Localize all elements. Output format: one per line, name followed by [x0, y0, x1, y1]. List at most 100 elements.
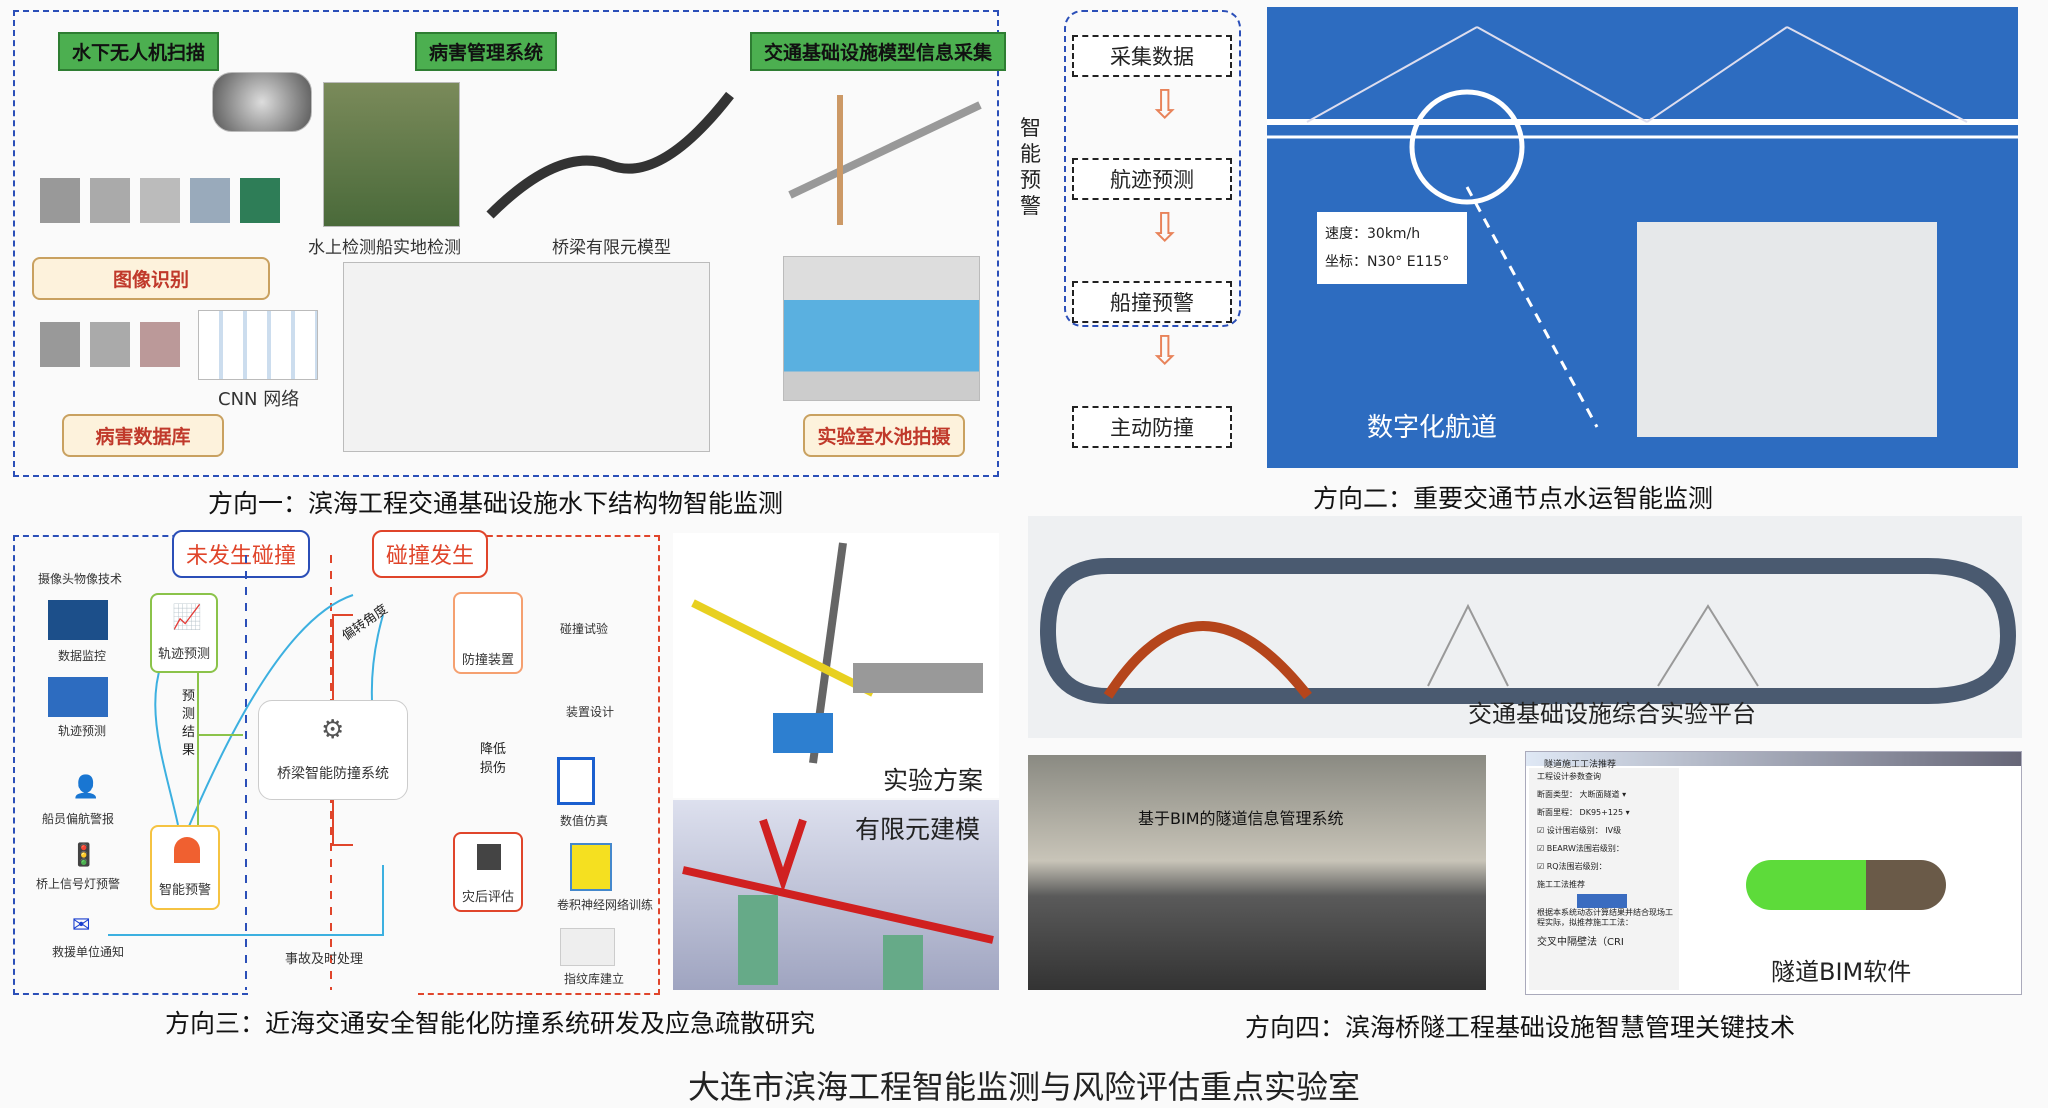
system-label: 桥梁智能防撞系统 — [277, 766, 389, 782]
tunnel-bim-software-window[interactable]: 隧道施工工法推荐 工程设计参数查询 断面类型： 大断面隧道 ▾ 断面里程： DK… — [1525, 751, 2022, 995]
digital-channel-label: 数字化航道 — [1367, 413, 1498, 443]
section-mileage-field[interactable]: 断面里程： DK95+125 ▾ — [1537, 808, 1630, 817]
check-bearw[interactable]: ☑ BEARW法围岩级别： — [1537, 844, 1624, 853]
smart-warning-node: 智能预警 — [150, 825, 220, 910]
check-rq[interactable]: ☑ RQ法围岩级别： — [1537, 862, 1607, 871]
ship-detect-photo — [323, 82, 460, 227]
flow-step-predict: 航迹预测 — [1072, 158, 1232, 200]
image-recognition-label: 图像识别 — [32, 257, 270, 300]
bridge-signal-label: 桥上信号灯预警 — [36, 877, 121, 891]
trajectory-prediction-label: 轨迹预测 — [157, 647, 210, 662]
tunnel-bim-label: 隧道BIM软件 — [1771, 958, 1912, 986]
post-disaster-assessment-node: 灾后评估 — [453, 832, 523, 912]
recommend-button[interactable] — [1577, 894, 1627, 908]
cnn-diagram — [198, 310, 318, 380]
crew-alarm-label: 船员偏航警报 — [42, 812, 115, 826]
disease-system-screenshot — [343, 262, 710, 452]
experiment-scheme-image: 实验方案 — [673, 533, 999, 798]
flow-step-warn: 船撞预警 — [1072, 281, 1232, 323]
tunnel-3d-model — [1746, 860, 1946, 910]
fingerprint-label: 指纹库建立 — [564, 972, 625, 986]
lab-pool-label: 实验室水池拍摄 — [803, 414, 965, 457]
cable-bridge-model — [788, 95, 982, 225]
simulation-thumb — [557, 757, 595, 805]
gear-icon: ⚙ — [321, 715, 345, 745]
flow-step-avoid: 主动防撞 — [1072, 406, 1232, 448]
person-icon: 👤 — [72, 775, 100, 800]
experiment-platform-image: 交通基础设施综合实验平台 — [1028, 516, 2022, 738]
trajectory-label: 轨迹预测 — [58, 724, 107, 738]
smart-warning-side-label: 智能预警 — [1020, 116, 1041, 218]
bridge-anti-collision-system: ⚙ 桥梁智能防撞系统 — [258, 700, 408, 800]
pier-collision-closeup — [1637, 222, 1937, 437]
cnn-training-label: 卷积神经网络训练 — [557, 898, 654, 912]
panel-3-right-frame — [418, 535, 660, 995]
tag-underwater-drone: 水下无人机扫描 — [58, 32, 220, 71]
reduce-damage-label: 降低损伤 — [480, 742, 507, 776]
fem-modeling-image: 有限元建模 — [673, 800, 999, 990]
data-monitor-thumb — [48, 600, 108, 640]
crack-image-row-1 — [40, 178, 280, 223]
flow-step-collect: 采集数据 — [1072, 35, 1232, 77]
recommend-label: 施工工法推荐 — [1537, 880, 1585, 889]
chart-icon: 📈 — [172, 603, 202, 631]
trajectory-thumb — [48, 677, 108, 717]
collided-label: 碰撞发生 — [372, 530, 489, 578]
not-collided-label: 未发生碰撞 — [172, 530, 311, 578]
check-design[interactable]: ☑ 设计围岩级别： IV级 — [1537, 826, 1622, 835]
recommend-desc: 根据本系统动态计算结果并结合现场工程实际，拟推荐施工工法： — [1537, 908, 1673, 927]
panel-3-caption: 方向三：近海交通安全智能化防撞系统研发及应急疏散研究 — [165, 1009, 816, 1038]
panel-2-caption: 方向二：重要交通节点水运智能监测 — [1313, 484, 1714, 513]
window-side-panel: 工程设计参数查询 断面类型： 大断面隧道 ▾ 断面里程： DK95+125 ▾ … — [1529, 768, 1679, 990]
panel-1-frame — [13, 10, 999, 477]
panel-4-caption: 方向四：滨海桥隧工程基础设施智慧管理关键技术 — [1245, 1013, 1796, 1042]
camera-imaging-label: 摄像头物像技术 — [38, 572, 123, 586]
experiment-scheme-label: 实验方案 — [883, 766, 984, 795]
fingerprint-thumb — [560, 928, 615, 966]
crack-image-row-2 — [40, 322, 180, 367]
digital-channel-scene: 速度：30km/h 坐标：N30° E115° 数字化航道 — [1267, 7, 2018, 468]
timely-handling-label: 事故及时处理 — [285, 952, 364, 967]
rescue-notice-label: 救援单位通知 — [52, 945, 125, 959]
arrow-down-icon: ⇩ — [1148, 328, 1182, 374]
fem-model-label: 桥梁有限元模型 — [552, 238, 671, 258]
tag-model-collection: 交通基础设施模型信息采集 — [750, 32, 1007, 71]
numerical-sim-label: 数值仿真 — [560, 814, 609, 828]
bridge-fem-model — [486, 91, 734, 219]
collision-test-label: 碰撞试验 — [560, 622, 609, 636]
tunnel-system-image: 基于BIM的隧道信息管理系统 — [1028, 755, 1486, 990]
recommended-method: 交叉中隔壁法（CRI — [1537, 937, 1624, 948]
disease-db-label: 病害数据库 — [62, 414, 224, 457]
drone-image — [212, 72, 312, 132]
cnn-training-thumb — [570, 843, 612, 891]
arrow-down-icon: ⇩ — [1148, 82, 1182, 128]
alarm-icon — [174, 837, 200, 863]
mail-icon: ✉ — [72, 913, 91, 938]
tunnel-system-label: 基于BIM的隧道信息管理系统 — [1138, 809, 1344, 828]
window-titlebar: 隧道施工工法推荐 — [1526, 752, 2021, 770]
main-title: 大连市滨海工程智能监测与风险评估重点实验室 — [687, 1068, 1360, 1106]
device-label: 防撞装置 — [461, 653, 514, 668]
ship-detect-label: 水上检测船实地检测 — [308, 238, 461, 258]
section-type-field[interactable]: 断面类型： 大断面隧道 ▾ — [1537, 790, 1627, 799]
tag-disease-system: 病害管理系统 — [415, 32, 558, 71]
panel-3-left-frame — [13, 535, 248, 995]
anti-collision-device-node: 防撞装置 — [453, 592, 523, 674]
prediction-result-label: 预测结果 — [182, 689, 196, 758]
assessment-label: 灾后评估 — [461, 890, 514, 905]
assessment-icon — [477, 844, 501, 870]
ship-speed: 速度：30km/h — [1325, 226, 1421, 242]
window-title: 隧道施工工法推荐 — [1544, 760, 1617, 770]
trajectory-prediction-node: 📈 轨迹预测 — [150, 593, 218, 673]
data-monitor-label: 数据监控 — [58, 649, 107, 663]
platform-label: 交通基础设施综合实验平台 — [1468, 700, 1756, 728]
flow-frame — [1064, 10, 1241, 327]
param-group-label: 工程设计参数查询 — [1537, 772, 1601, 781]
device-design-label: 装置设计 — [566, 705, 615, 719]
lab-pool-photo — [783, 256, 980, 401]
arrow-down-icon: ⇩ — [1148, 205, 1182, 251]
ship-coordinate: 坐标：N30° E115° — [1325, 254, 1450, 270]
cnn-label: CNN 网络 — [218, 389, 300, 410]
smart-warning-label: 智能预警 — [158, 883, 211, 898]
traffic-light-icon: 🚦 — [70, 843, 98, 868]
